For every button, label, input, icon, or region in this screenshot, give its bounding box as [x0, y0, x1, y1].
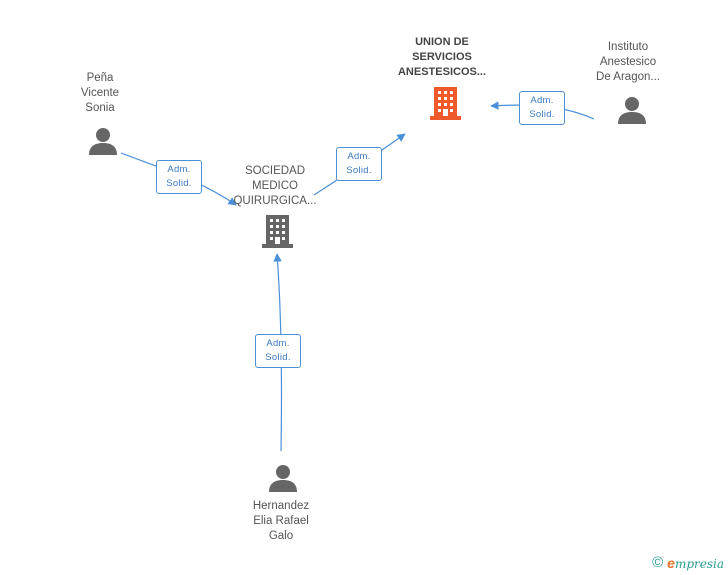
person-name-line: Anestesico [599, 56, 657, 68]
brand-initial: e [667, 554, 675, 571]
copyright-symbol: © [652, 554, 664, 571]
brand-logo[interactable]: empresia [667, 555, 724, 571]
person-name-line: Peña [86, 72, 114, 84]
badge-line: Adm. [530, 95, 554, 106]
person-icon[interactable] [88, 126, 118, 156]
person-icon[interactable] [268, 463, 298, 493]
company-name-line: SOCIEDAD [244, 165, 306, 177]
company-name-line: UNION DE [415, 36, 469, 48]
badge-line: Adm. [266, 338, 290, 349]
company-label-union[interactable]: UNION DE SERVICIOS ANESTESICOS... [387, 35, 497, 80]
company-name-line: QUIRURGICA... [233, 195, 317, 207]
person-name-line: Vicente [80, 87, 120, 99]
person-name-line: Hernandez [252, 500, 310, 512]
badge-line: Solid. [166, 178, 192, 189]
footer-brand: © empresia [652, 554, 724, 571]
badge-line: Solid. [265, 352, 291, 363]
badge-line: Solid. [346, 165, 372, 176]
brand-name: mpresia [674, 556, 724, 571]
person-name-line: Elia Rafael [253, 515, 309, 527]
company-name-line: ANESTESICOS... [397, 66, 487, 78]
relation-badge-hernandez-sociedad[interactable]: Adm. Solid. [255, 334, 301, 368]
person-name-line: Instituto [607, 41, 649, 53]
badge-line: Solid. [529, 109, 555, 120]
person-name-line: Sonia [85, 102, 115, 114]
relation-badge-instituto-union[interactable]: Adm. Solid. [519, 91, 565, 125]
building-icon[interactable] [429, 85, 462, 121]
person-label-hernandez[interactable]: Hernandez Elia Rafael Galo [226, 499, 336, 544]
person-icon[interactable] [617, 95, 647, 125]
person-label-pena[interactable]: Peña Vicente Sonia [45, 71, 155, 116]
badge-line: Adm. [167, 164, 191, 175]
company-label-sociedad[interactable]: SOCIEDAD MEDICO QUIRURGICA... [220, 164, 330, 209]
person-name-line: Galo [268, 530, 294, 542]
relation-badge-pena-sociedad[interactable]: Adm. Solid. [156, 160, 202, 194]
person-name-line: De Aragon... [596, 71, 660, 83]
person-label-instituto[interactable]: Instituto Anestesico De Aragon... [573, 40, 683, 85]
relation-badge-sociedad-union[interactable]: Adm. Solid. [336, 147, 382, 181]
badge-line: Adm. [347, 151, 371, 162]
building-icon[interactable] [261, 213, 294, 249]
company-name-line: SERVICIOS [412, 51, 472, 63]
company-name-line: MEDICO [252, 180, 298, 192]
